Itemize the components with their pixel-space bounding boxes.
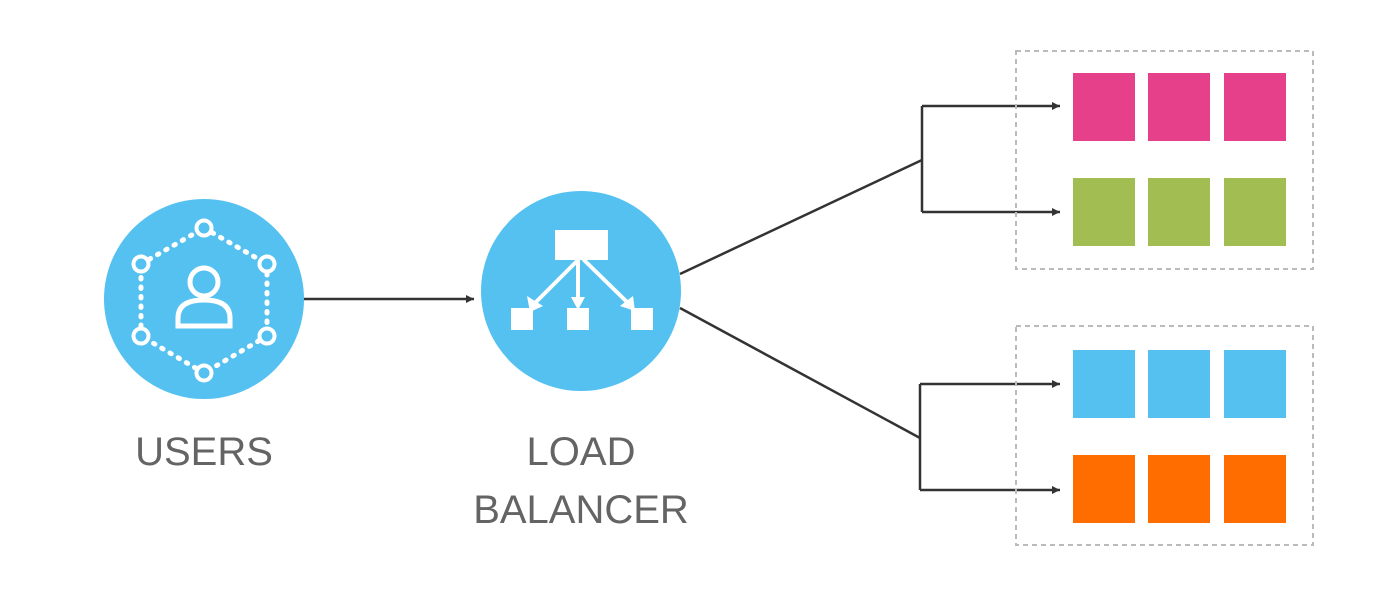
server-box <box>1073 455 1135 523</box>
edge-load-balancer-to-group-1 <box>679 158 923 276</box>
server-row-1-1 <box>1073 73 1286 141</box>
server-row-2-1 <box>1073 350 1286 418</box>
server-box <box>1148 73 1210 141</box>
load-balancer-label-line-2: BALANCER <box>473 488 689 532</box>
server-box <box>1148 455 1210 523</box>
server-box <box>1148 350 1210 418</box>
server-box <box>1073 178 1135 246</box>
users-network-icon <box>131 218 277 383</box>
users-label: USERS <box>135 430 273 474</box>
server-box <box>1073 350 1135 418</box>
load-balancer-label-line-1: LOAD <box>527 430 636 474</box>
server-box <box>1224 350 1286 418</box>
server-box <box>1224 178 1286 246</box>
server-row-2-2 <box>1073 455 1286 523</box>
server-row-1-2 <box>1073 178 1286 246</box>
users-node <box>104 199 304 399</box>
load-balancer-node-circle <box>481 191 681 391</box>
server-group-2 <box>1015 325 1314 546</box>
server-group-2-border <box>1015 325 1314 546</box>
server-box <box>1224 455 1286 523</box>
server-group-1 <box>1015 50 1314 270</box>
load-balancer-node <box>481 191 681 391</box>
load-balancer-icon <box>511 230 653 330</box>
edge-load-balancer-to-group-2 <box>679 306 921 440</box>
server-box <box>1073 73 1135 141</box>
server-box <box>1148 178 1210 246</box>
server-box <box>1224 73 1286 141</box>
server-group-1-border <box>1015 50 1314 270</box>
